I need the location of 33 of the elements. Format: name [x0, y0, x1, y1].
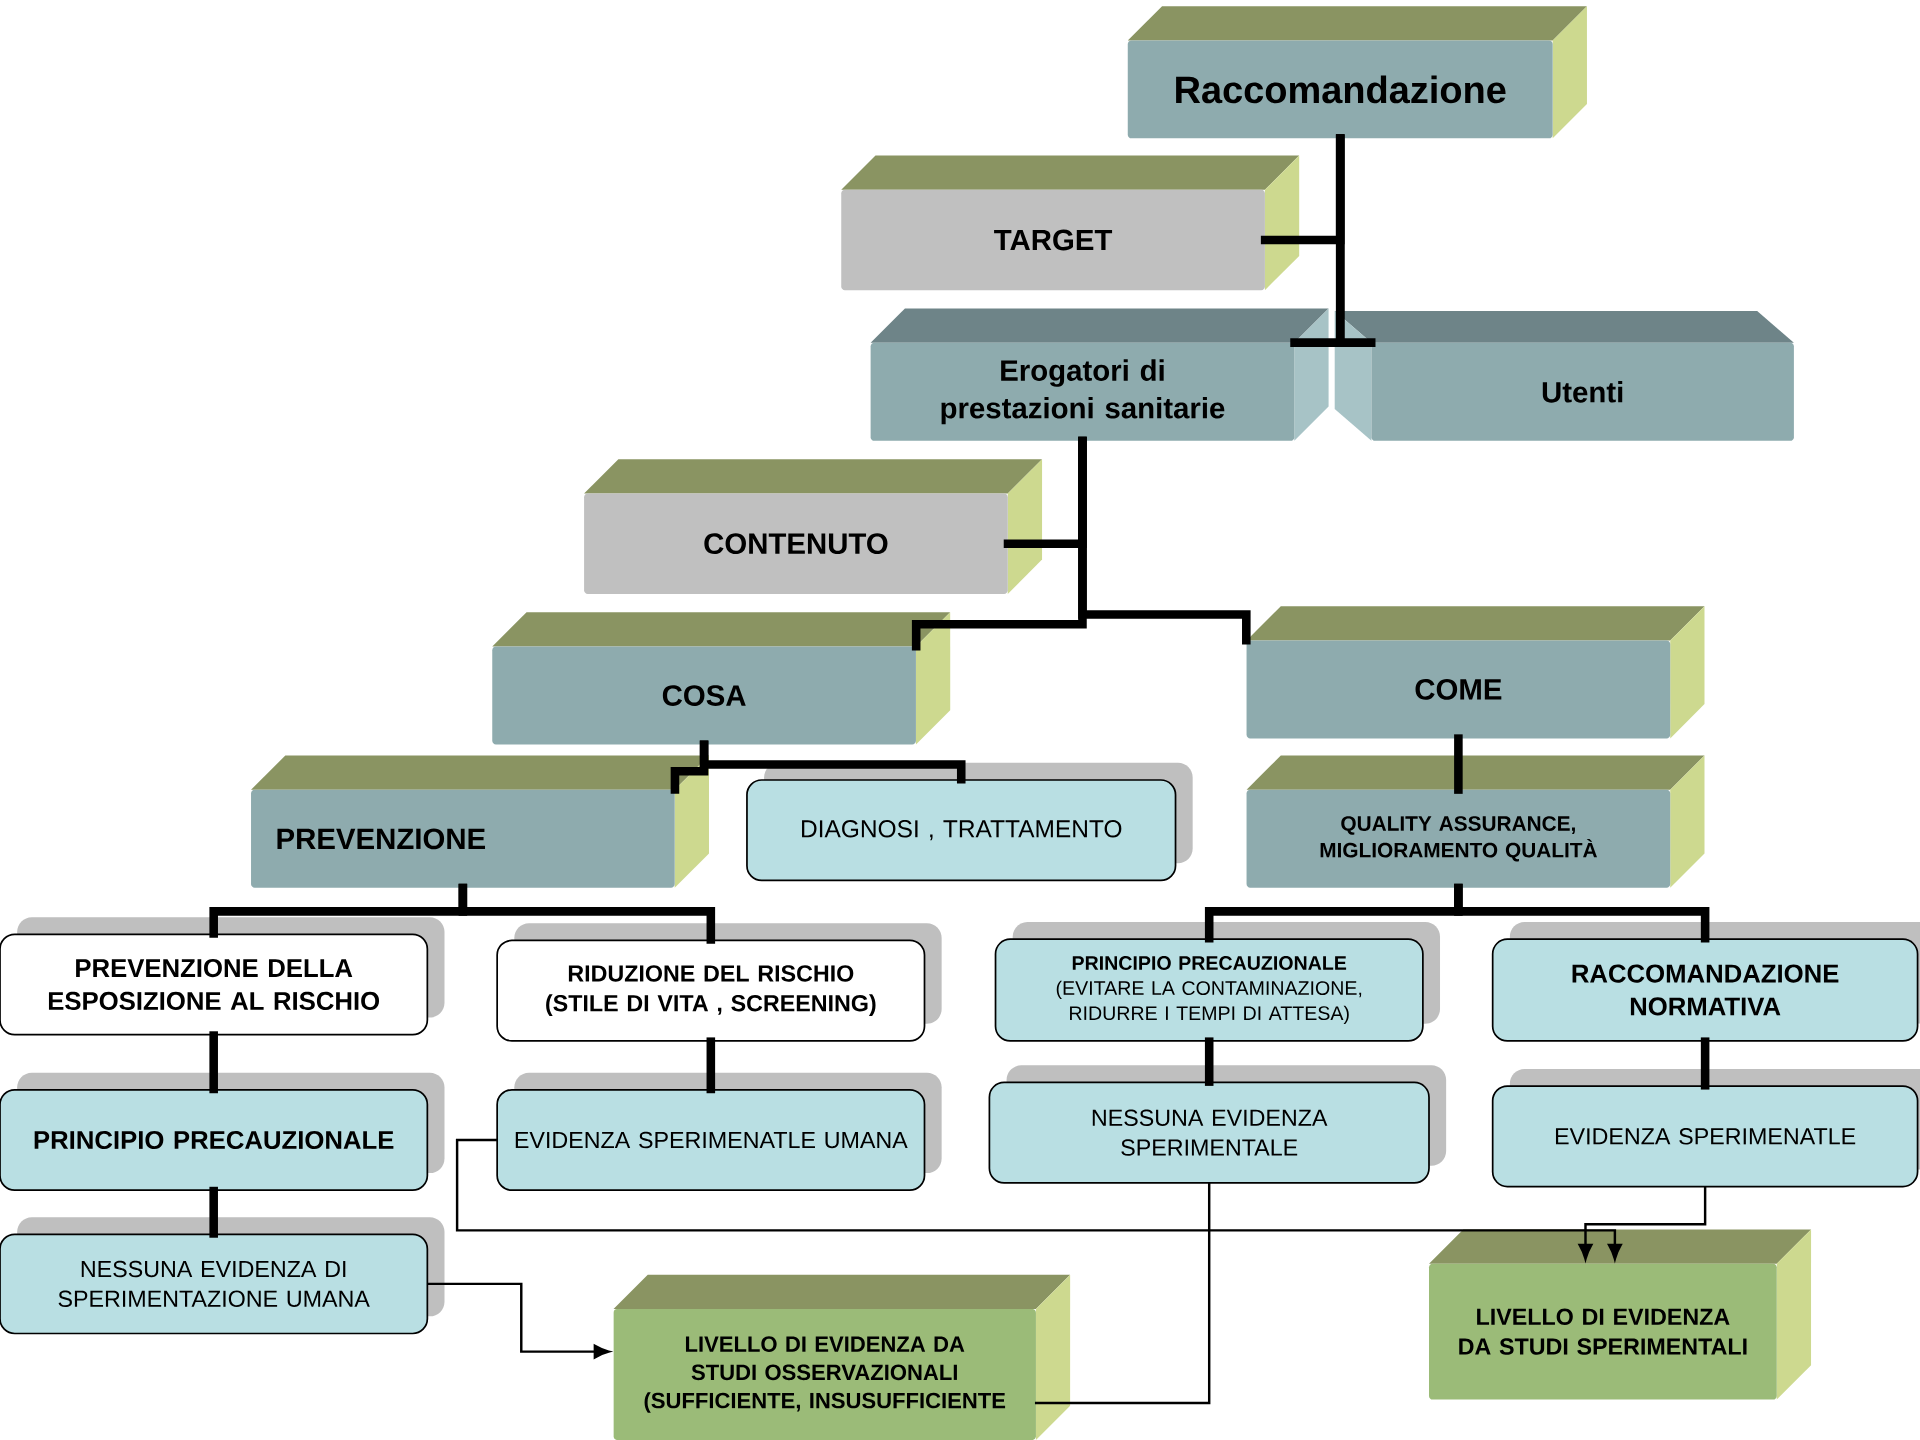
raised-box: CONTENUTO: [584, 459, 1043, 594]
card-box: DIAGNOSI , TRATTAMENTO: [746, 762, 1193, 882]
card-box: NESSUNA EVIDENZA DI SPERIMENTAZIONE UMANA: [0, 1217, 445, 1335]
connector-line: [1335, 134, 1376, 347]
connector-line: [699, 740, 966, 784]
card-box: PRINCIPIO PRECAUZIONALE (EVITARE LA CONTAMINAZIONE, RIDURRE I TEMPI DI ATTESA): [994, 922, 1440, 1042]
raised-box: COME: [1246, 606, 1705, 739]
connector-line: [1078, 436, 1251, 645]
raised-box: LIVELLO DI EVIDENZA DA STUDI OSSERVAZIONALI (SUFFICIENTE, INSUSUFFICIENTE: [613, 1274, 1071, 1440]
raised-box: LIVELLO DI EVIDENZA DA STUDI SPERIMENTALI: [1429, 1229, 1812, 1400]
card-box: RIDUZIONE DEL RISCHIO (STILE DI VITA , SCREENING): [496, 923, 942, 1042]
connector-line: [1700, 1037, 1710, 1090]
raised-box: QUALITY ASSURANCE, MIGLIORAMENTO QUALITÀ: [1246, 755, 1705, 888]
card-box: NESSUNA EVIDENZA SPERIMENTALE: [988, 1065, 1447, 1184]
raised-box: Utenti: [1334, 311, 1794, 441]
raised-box: PREVENZIONE: [251, 755, 709, 888]
connector-line: [1454, 883, 1710, 943]
connector-line: [706, 1037, 716, 1094]
card-box: EVIDENZA SPERIMENATLE: [1491, 1069, 1920, 1188]
card-box: EVIDENZA SPERIMENATLE UMANA: [496, 1072, 942, 1192]
raised-box: COSA: [492, 612, 951, 745]
raised-box: Raccomandazione: [1127, 6, 1587, 139]
connector-line: [1204, 1037, 1214, 1086]
card-box: PRINCIPIO PRECAUZIONALE: [0, 1072, 445, 1192]
connector-line: [1034, 1182, 1211, 1405]
card-box: PREVENZIONE DELLA ESPOSIZIONE AL RISCHIO: [0, 917, 445, 1036]
connector-line: [209, 1031, 218, 1094]
connector-line: [1454, 734, 1463, 794]
raised-box: TARGET: [841, 155, 1300, 291]
card-box: RACCOMANDAZIONE NORMATIVA: [1491, 922, 1920, 1042]
raised-box: Erogatori di prestazioni sanitarie: [870, 308, 1329, 441]
connector-line: [458, 883, 716, 944]
connector-line: [209, 1186, 218, 1238]
